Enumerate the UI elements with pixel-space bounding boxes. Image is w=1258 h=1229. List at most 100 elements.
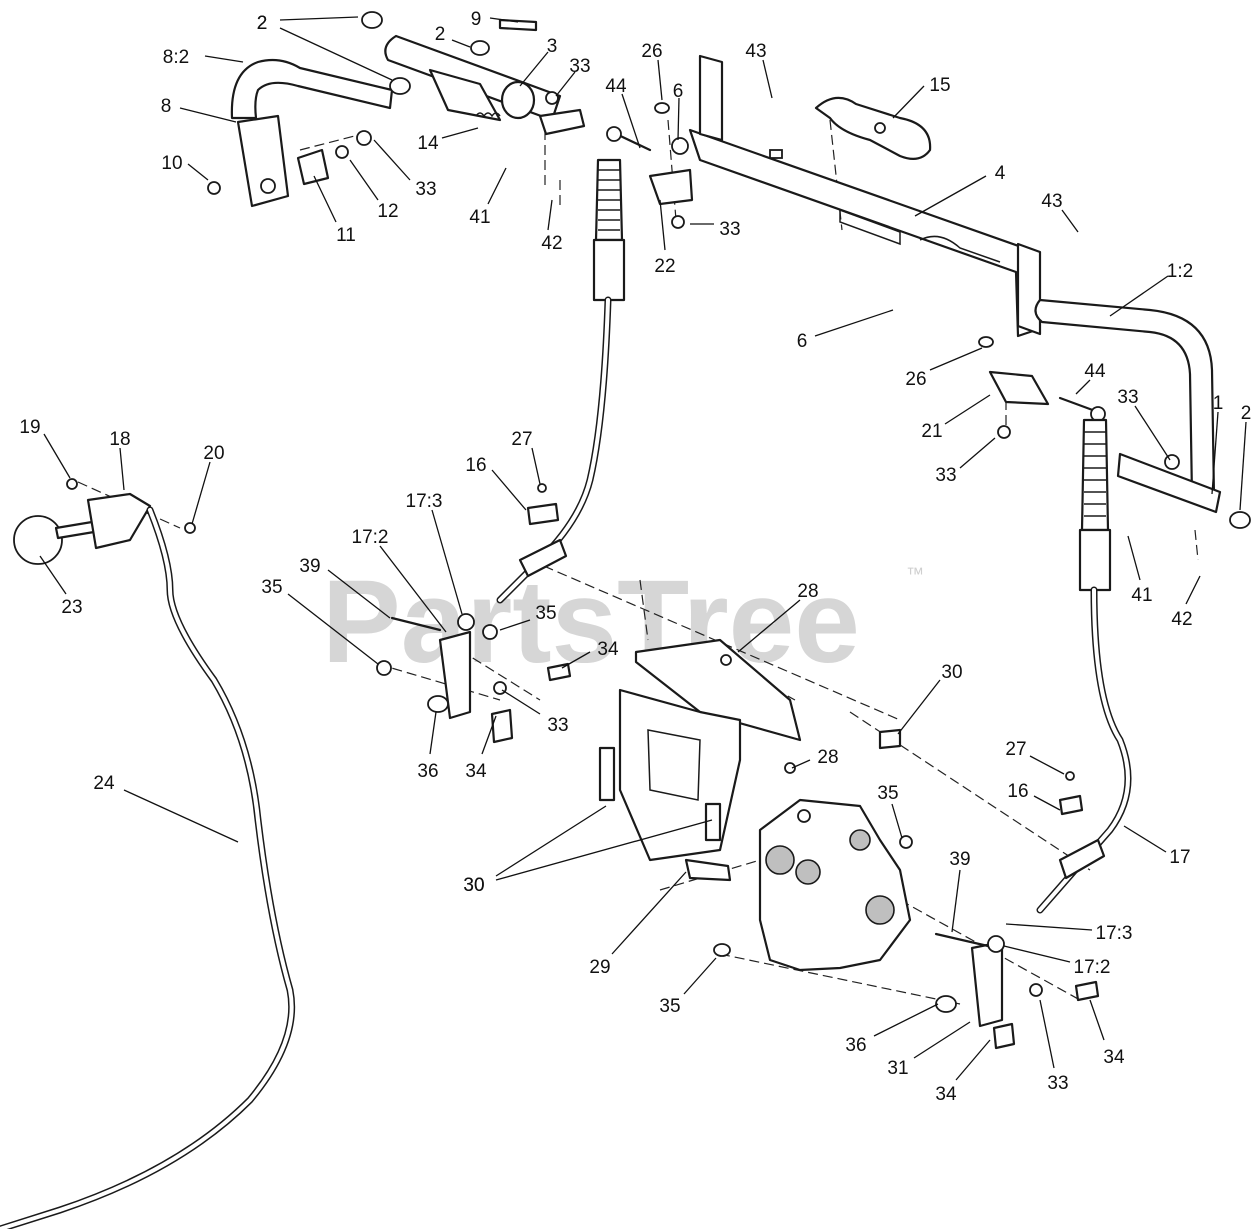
callout-label-c-29: 29 [589,957,610,978]
spring-clip-15 [814,96,932,161]
callout-label-c-3: 3 [547,36,558,57]
callout-leader-c-6a [677,97,680,141]
callout-leader-c-33g [1039,999,1055,1069]
callout-leader-c-20 [191,461,211,525]
callout-leader-c-2c [451,39,471,48]
callout-leader-c-41a [487,167,507,205]
callout-label-c-36b: 36 [845,1035,866,1056]
callout-label-c-41b: 41 [1131,585,1152,606]
callout-label-c-24: 24 [93,773,115,794]
callout-leader-c-42b [1185,575,1201,605]
callout-label-c-23: 23 [61,597,82,618]
callout-label-c-42a: 42 [541,233,562,254]
callout-label-c-33a: 33 [569,56,590,77]
callout-leader-c-33f [501,689,541,715]
callout-label-c-2b: 2 [257,13,268,34]
callout-leader-c-33a [555,71,576,97]
callout-label-c-33d: 33 [1117,387,1138,408]
callout-leader-c-28a [737,599,801,653]
callout-label-c-33g: 33 [1047,1073,1068,1094]
callout-label-c-18: 18 [109,429,130,450]
callout-label-c-19: 19 [19,417,40,438]
callout-leader-c-30b [495,805,607,877]
callout-leader-c-30c [495,819,713,881]
callout-leader-c-2a [279,16,359,21]
callout-leader-c-34d [955,1039,991,1081]
callout-leader-c-9 [489,17,519,23]
callout-label-c-17-2a: 17:2 [352,527,389,548]
callout-label-c-35a: 35 [261,577,282,598]
callout-leader-c-42a [547,199,553,231]
callout-leader-c-35a [287,593,379,665]
callout-label-c-1: 1 [1213,393,1224,414]
callout-leader-c-8-2 [204,55,244,63]
callout-label-c-34d: 34 [935,1084,957,1105]
callout-label-c-26b: 26 [905,369,926,390]
callout-label-c-21: 21 [921,421,942,442]
callout-label-c-8: 8 [161,96,172,117]
callout-leader-c-18 [119,447,125,491]
callout-label-c-16b: 16 [1007,781,1028,802]
callout-leader-c-17-2a [379,545,447,633]
callout-label-c-41a: 41 [469,207,490,228]
callout-label-c-34b: 34 [465,761,487,782]
callout-leader-c-19 [43,433,71,479]
callout-label-c-28b: 28 [817,747,838,768]
callout-label-c-6a: 6 [673,81,684,102]
left-cable-spring [496,158,626,604]
callout-label-c-17-3a: 17:3 [406,491,443,512]
callout-leader-c-2d [1239,421,1247,511]
callout-label-c-17: 17 [1169,847,1190,868]
center-mount-plate [598,638,902,882]
callout-label-c-10: 10 [161,153,182,174]
callout-leader-c-17-3b [1005,923,1093,931]
callout-leader-c-41b [1127,535,1141,581]
callout-leader-c-43a [762,59,773,99]
callout-leader-c-2b [279,27,393,81]
callout-leader-c-15 [892,85,925,119]
callout-leader-c-44a [621,93,641,149]
right-lower-linkage [934,771,1100,1050]
callout-leader-c-3 [519,51,549,87]
callout-label-c-30b: 30 [463,875,484,896]
callout-leader-c-34b [481,715,497,755]
callout-label-c-36a: 36 [417,761,438,782]
throttle-lever [0,478,296,1229]
callout-label-c-17-2b: 17:2 [1074,957,1111,978]
watermark-trademark: ™ [906,564,924,584]
callout-leader-c-4 [914,175,987,217]
callout-label-c-11: 11 [336,225,356,246]
callout-leader-c-26b [929,347,983,371]
callout-label-c-43a: 43 [745,41,766,62]
callout-leader-c-27a [531,447,541,485]
callout-leader-c-29 [611,871,687,955]
callout-leader-c-33e [959,437,996,469]
callout-label-c-26a: 26 [641,41,662,62]
callout-leader-c-44b [1075,379,1091,395]
callout-label-c-6b: 6 [797,331,808,352]
callout-leader-c-27b [1029,755,1065,775]
right-bracket-21 [978,336,1106,439]
callout-leader-c-39b [951,869,961,933]
callout-leader-c-39a [327,569,391,619]
callout-label-c-34a: 34 [597,639,619,660]
callout-label-c-35d: 35 [659,996,680,1017]
callout-leader-c-34a [561,651,591,669]
callout-label-c-20: 20 [203,443,224,464]
callout-label-c-33e: 33 [935,465,956,486]
callout-label-c-1-2: 1:2 [1167,261,1193,282]
callout-label-c-17-3b: 17:3 [1096,923,1133,944]
callout-leader-c-6b [814,309,894,337]
callout-label-c-43b: 43 [1041,191,1062,212]
callout-leader-c-24 [123,789,239,843]
callout-label-c-44b: 44 [1084,361,1106,382]
callout-leader-c-14 [441,127,479,139]
left-hardware [207,130,372,195]
callout-label-c-39a: 39 [299,556,320,577]
callout-label-c-9: 9 [471,9,482,30]
callout-leader-c-26a [657,59,663,101]
callout-leader-c-21 [944,394,991,425]
callout-label-c-15: 15 [929,75,950,96]
callout-leader-c-33b [373,139,411,181]
